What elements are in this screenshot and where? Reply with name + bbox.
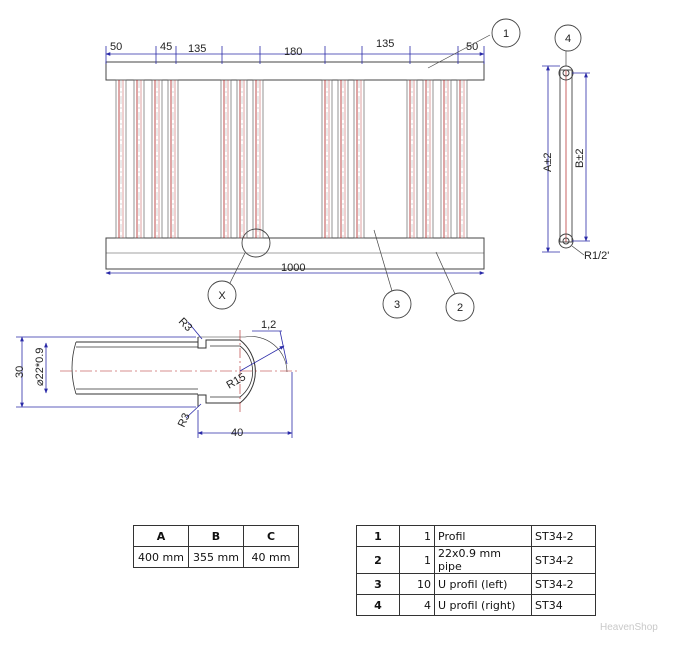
vertical-pipe [236, 79, 248, 239]
dim-r3-top: R3 [176, 316, 194, 334]
vertical-pipe [252, 79, 264, 239]
vertical-pipe [406, 79, 418, 239]
table-row: 3 10 U profil (left) ST34-2 [356, 573, 596, 595]
header-a: A [133, 525, 189, 547]
watermark-logo: HeavenShop [600, 622, 658, 633]
svg-text:4: 4 [565, 33, 571, 45]
side-view: A±2 B±2 R1/2' 4 [542, 24, 609, 262]
top-profile [105, 61, 485, 81]
dim-r15: R15 [225, 371, 248, 391]
dim-b: B±2 [574, 149, 586, 169]
svg-text:X: X [218, 290, 226, 302]
dim-wall: 1,2 [261, 319, 276, 331]
vertical-pipe [167, 79, 179, 239]
table-row: 1 1 Profil ST34-2 [356, 525, 596, 547]
table-row: 2 1 22x0.9 mm pipe ST34-2 [356, 546, 596, 574]
dim-pipe-dia: ⌀22*0.9 [34, 348, 46, 386]
dimensions-table: A B C 400 mm 355 mm 40 mm [133, 525, 299, 568]
dim-overall-width: 1000 [281, 262, 305, 274]
callout-x: X [207, 280, 237, 310]
svg-text:1: 1 [503, 28, 509, 40]
svg-text:2: 2 [457, 302, 463, 314]
dim-180: 180 [284, 46, 302, 58]
vertical-pipe [422, 79, 434, 239]
callout-4: 4 [554, 24, 582, 66]
dim-50-left: 50 [110, 41, 122, 53]
dim-50-right: 50 [466, 41, 478, 53]
vertical-pipe [133, 79, 145, 239]
vertical-pipe [456, 79, 468, 239]
header-b: B [188, 525, 244, 547]
vertical-pipe [337, 79, 349, 239]
detail-view: 30 ⌀22*0.9 R3 R3 1,2 R15 40 [14, 316, 300, 439]
value-c: 40 mm [243, 546, 299, 568]
detail-x-circle [241, 228, 271, 258]
top-dimensions [105, 46, 485, 64]
vertical-pipe [151, 79, 163, 239]
callout-1: 1 [427, 18, 521, 69]
vertical-pipe [115, 79, 127, 239]
callout-3: 3 [373, 229, 412, 319]
dim-135-left: 135 [188, 43, 206, 55]
value-b: 355 mm [188, 546, 244, 568]
thread-label: R1/2' [584, 250, 609, 262]
dim-length-40: 40 [231, 427, 243, 439]
vertical-pipe [440, 79, 452, 239]
value-a: 400 mm [133, 546, 189, 568]
dim-r3-bottom: R3 [176, 411, 193, 429]
callout-2: 2 [435, 251, 475, 322]
dim-height-30: 30 [14, 366, 26, 378]
vertical-pipe [353, 79, 365, 239]
header-c: C [243, 525, 299, 547]
dim-45: 45 [160, 41, 172, 53]
vertical-tubes [115, 79, 468, 239]
svg-text:3: 3 [394, 299, 400, 311]
bottom-profile [105, 237, 485, 270]
table-row: 4 4 U profil (right) ST34 [356, 594, 596, 616]
dim-a: A±2 [542, 153, 554, 173]
dim-135-right: 135 [376, 38, 394, 50]
front-view: 50 45 135 180 135 50 1000 1 2 3 [105, 18, 521, 322]
vertical-pipe [321, 79, 333, 239]
parts-table: 1 1 Profil ST34-2 2 1 22x0.9 mm pipe ST3… [356, 525, 596, 616]
vertical-pipe [220, 79, 232, 239]
